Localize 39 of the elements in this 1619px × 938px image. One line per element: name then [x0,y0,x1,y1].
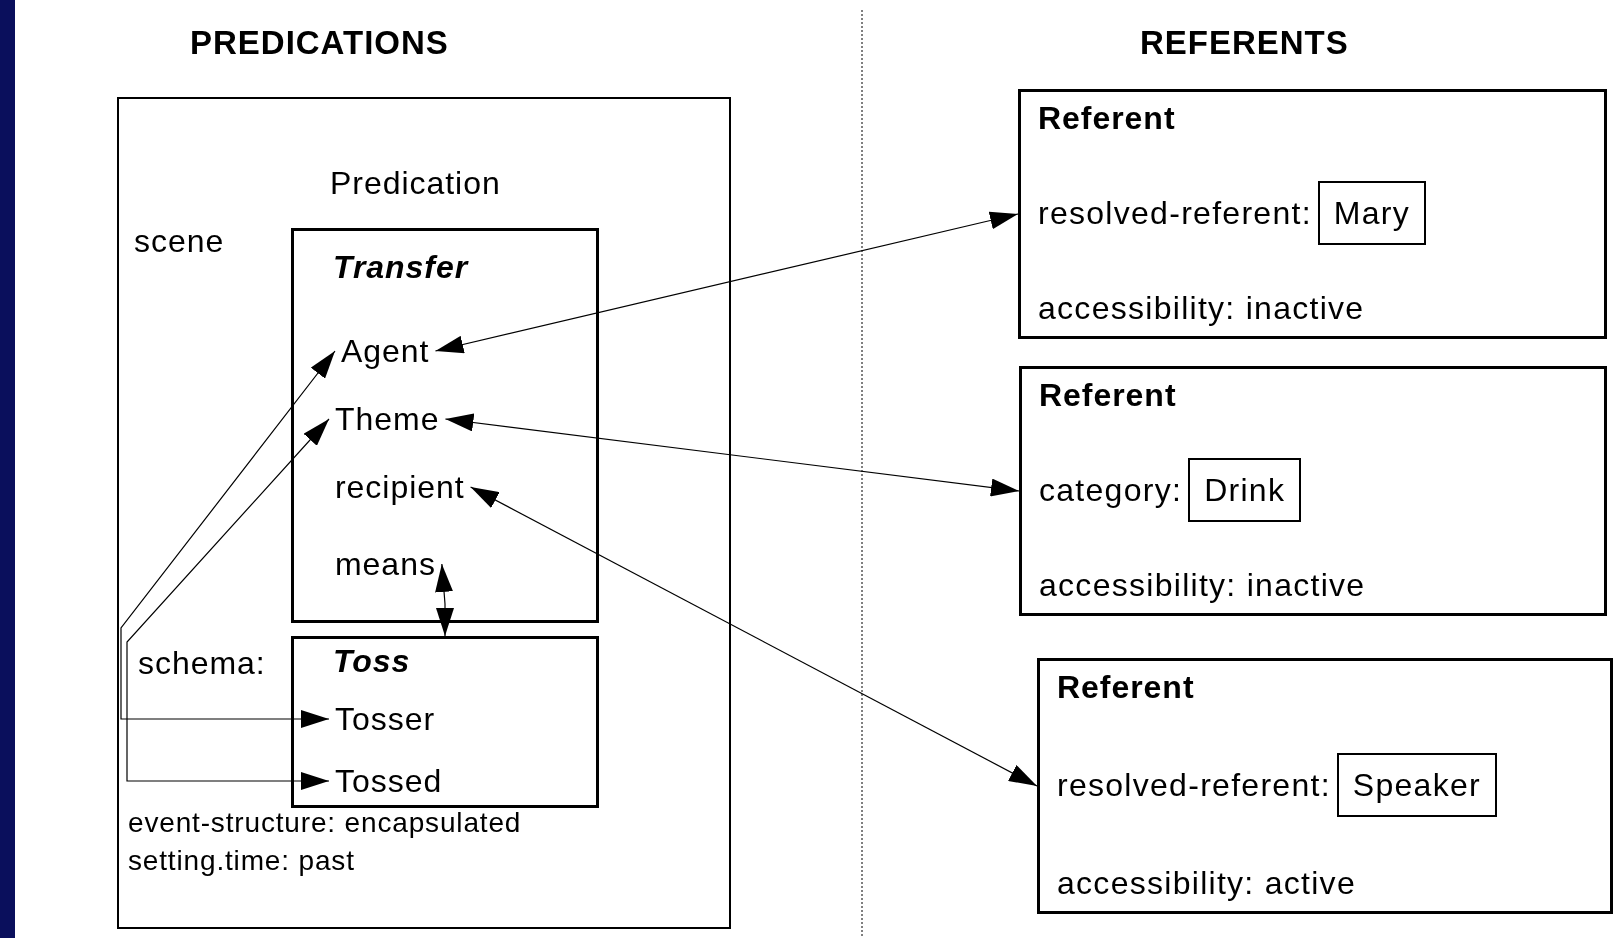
attribute-text: event-structure: encapsulated [128,806,522,840]
attribute-text: resolved-referent: [1038,194,1312,233]
value-box: Mary [1317,181,1427,245]
role-label: means [329,544,442,584]
frame-heading: Predication [330,164,501,203]
attribute-text: resolved-referent: [1057,766,1331,805]
slot-label: schema: [138,644,266,683]
referent-title: Referent [1039,376,1178,415]
section-heading: REFERENTS [1140,23,1349,63]
referent-box [1018,89,1607,339]
slot-label: scene [134,222,225,261]
attribute-text: accessibility: inactive [1039,566,1367,605]
referent-box [1037,658,1613,914]
referent-title: Referent [1038,99,1177,138]
arrow [126,418,330,790]
arrow [444,413,1020,497]
referent-box [1019,366,1607,616]
frame-title: Toss [333,642,411,681]
frame-box [291,636,599,808]
role-label: Theme [329,399,446,439]
section-heading: PREDICATIONS [190,23,449,63]
frame-box [291,228,599,623]
frame-title: Transfer [333,248,469,287]
role-label: recipient [329,467,471,507]
attribute-text: accessibility: inactive [1038,289,1366,328]
predication-frame [117,97,731,929]
role-label: Tossed [329,761,449,801]
arrow [470,486,1038,787]
attribute-text: category: [1039,471,1183,510]
attribute-text: setting.time: past [128,844,355,878]
arrow [435,563,454,637]
referent-title: Referent [1057,668,1196,707]
attribute-text: accessibility: active [1057,864,1357,903]
arrow [434,211,1019,354]
role-label: Agent [335,331,436,371]
value-box: Speaker [1336,753,1497,817]
value-box: Drink [1188,458,1302,522]
role-label: Tosser [329,699,441,739]
arrow [120,350,336,728]
